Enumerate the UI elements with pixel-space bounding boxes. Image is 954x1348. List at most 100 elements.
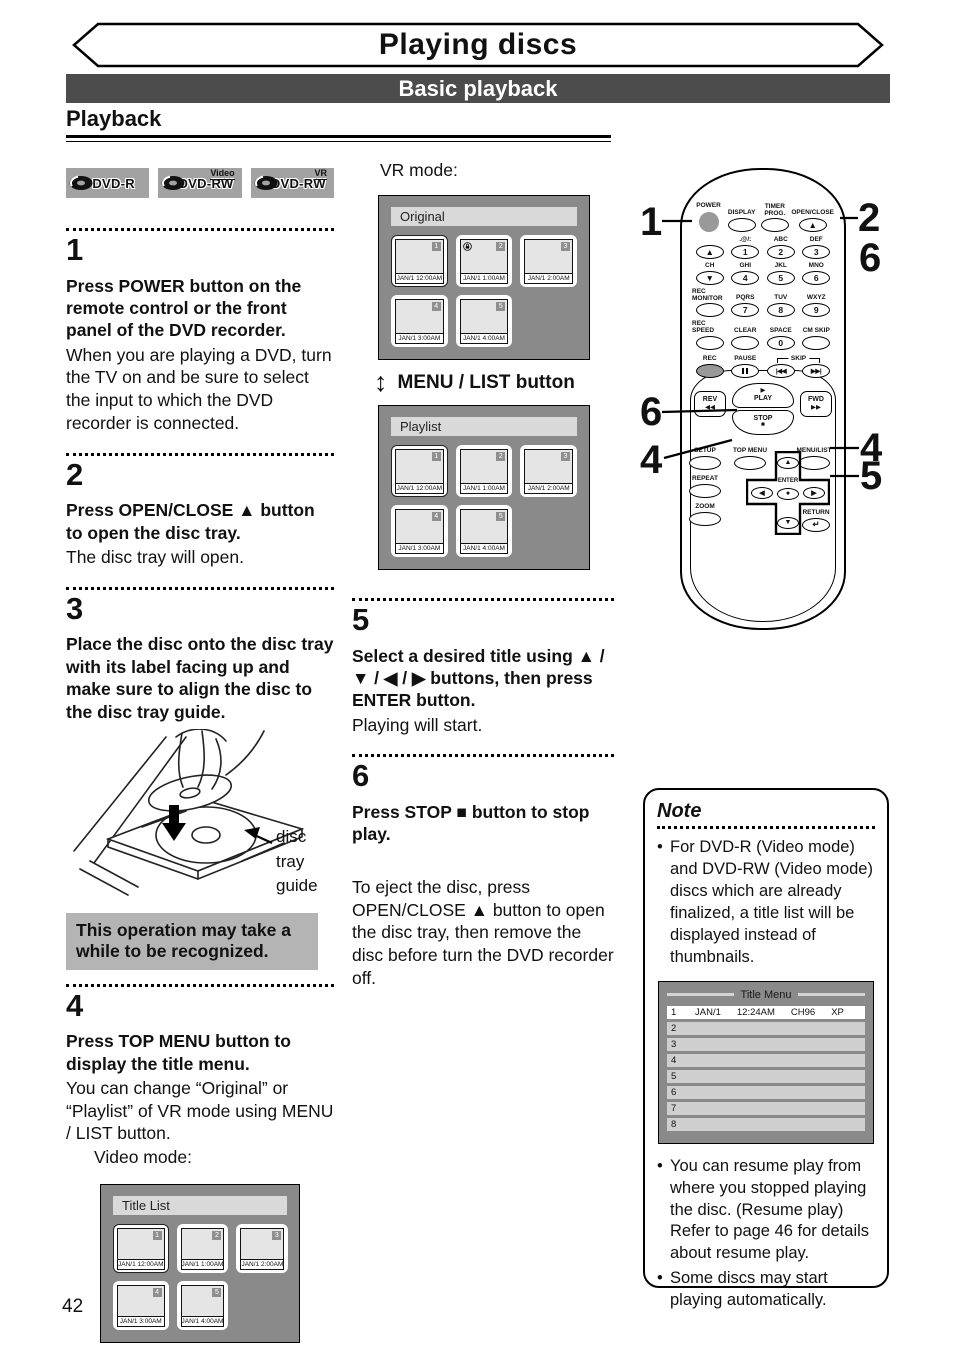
open-close-button-cell: OPEN/CLOSE ▲	[791, 202, 834, 232]
setup-button-cell: SETUP	[684, 447, 726, 470]
title-menu-row-number: 7	[671, 1102, 677, 1114]
dotted-separator	[657, 826, 875, 829]
disc-compatibility-badges: DVD-R Video DVD-RW VR DVD-RW	[66, 168, 334, 200]
menu-list-button-label: MENU / LIST button	[397, 371, 575, 393]
title-menu-row: 5	[667, 1069, 865, 1083]
remote-key-label: CH	[705, 262, 715, 269]
remote-key-label: REC SPEED	[692, 320, 715, 335]
screen-header: Playlist	[391, 417, 577, 436]
thumbnail-image: 4	[395, 509, 444, 544]
up-down-arrow-icon: ↕	[374, 367, 388, 397]
disc-icon	[254, 175, 279, 196]
repeat-button-cell: REPEAT	[684, 475, 726, 498]
callout-4-left: 4	[640, 438, 663, 482]
play-button: ▶ PLAY	[732, 382, 794, 408]
dotted-separator	[66, 228, 334, 231]
skip-forward-button: ▶▶|	[802, 363, 830, 378]
title-menu-row: 7	[667, 1101, 865, 1115]
repeat-label: REPEAT	[692, 474, 718, 482]
title-menu-title: Title Menu	[740, 988, 792, 1001]
step-number: 1	[66, 232, 84, 267]
remote-key-button: 2	[766, 245, 795, 259]
remote-key-label: MNO	[808, 262, 824, 269]
top-menu-label: TOP MENU	[732, 446, 768, 454]
remote-key-button: 8	[766, 303, 795, 318]
remote-key-cell: .@/:1	[728, 236, 764, 259]
title-caption: JAN/1 4:00AM	[180, 1317, 225, 1328]
thumbnail-image: 2	[459, 239, 509, 274]
thumbnail-image: 1	[395, 239, 444, 274]
title-number-badge: 5	[496, 302, 506, 311]
skip-button-group: SKIP |◀◀ ▶▶|	[763, 354, 834, 378]
thumbnail-image: 4	[117, 1285, 165, 1318]
screen-header: Original	[391, 207, 577, 226]
remote-key-cell: ▲	[692, 236, 728, 259]
play-label: PLAY	[753, 394, 773, 402]
title-menu-row-number: 3	[671, 1038, 677, 1050]
open-close-label: OPEN/CLOSE	[791, 209, 834, 216]
title-menu-row: 2	[667, 1021, 865, 1035]
remote-key-button: ▲	[695, 245, 724, 259]
title-number-badge: 2	[212, 1231, 222, 1241]
title-menu-cell: XP	[831, 1006, 844, 1018]
step-body: You can change “Original” or “Playlist” …	[66, 1077, 334, 1144]
double-rule	[66, 135, 611, 142]
remote-key-button: 9	[802, 303, 831, 318]
bullet-dot: •	[657, 1269, 663, 1288]
return-label: RETURN	[802, 508, 830, 516]
remote-key-cell: CLEAR	[728, 320, 764, 350]
title-caption: JAN/1 12:00AM	[395, 484, 444, 494]
remote-key-button: 6	[802, 271, 831, 285]
left-column: DVD-R Video DVD-RW VR DVD-RW 1 Press POW…	[66, 168, 334, 1344]
title-menu-row: 3	[667, 1037, 865, 1051]
title-menu-row-number: 5	[671, 1070, 677, 1082]
cursor-pad: ▲ ENTER ◀ ● ▶ ▼	[745, 450, 831, 535]
repeat-button	[689, 483, 721, 498]
title-number-badge: 4	[152, 1288, 162, 1298]
callout-4-right: 4	[860, 426, 883, 470]
note-box: Note •For DVD-R (Video mode) and DVD-RW …	[643, 788, 889, 1309]
pause-button	[731, 363, 760, 378]
bullet-dot: •	[657, 1156, 663, 1175]
top-menu-button	[734, 455, 766, 470]
title-menu-row-number: 6	[671, 1086, 677, 1098]
disc-badge-dvdrw-video: Video DVD-RW	[158, 168, 242, 198]
title-caption: JAN/1 12:00AM	[395, 274, 444, 284]
open-close-button eject-icon: ▲	[798, 218, 827, 232]
power-button	[698, 212, 719, 232]
title-number-badge: 3	[561, 452, 570, 461]
bullet-text: You can resume play from where you stopp…	[670, 1156, 870, 1263]
disc-badge-tag: Video	[210, 168, 235, 180]
rev-icon: ◀◀	[705, 403, 715, 411]
title-number-badge: 5	[496, 512, 506, 521]
remote-key-button: ▼	[695, 271, 724, 285]
step-body: To eject the disc, press OPEN/CLOSE ▲ bu…	[352, 876, 614, 988]
title-number-badge: 1	[431, 452, 441, 461]
step-body: The disc tray will open.	[66, 547, 244, 568]
disc-badge-label: DVD-R	[92, 175, 135, 191]
remote-key-cell: CM SKIP	[799, 320, 835, 350]
rev-button: REV ◀◀	[694, 390, 726, 417]
bullet-text: For DVD-R (Video mode) and DVD-RW (Video…	[670, 838, 873, 966]
skip-bracket: SKIP	[777, 354, 820, 363]
callout-5: 5	[860, 454, 883, 498]
title-menu-row-number: 1	[671, 1006, 677, 1018]
step-number: 6	[352, 758, 370, 794]
title-number-badge: 4	[431, 512, 441, 521]
rev-label: REV	[702, 396, 718, 404]
title-caption: JAN/1 2:00AM	[524, 484, 573, 494]
dotted-separator	[352, 598, 614, 601]
dotted-separator	[352, 754, 614, 758]
